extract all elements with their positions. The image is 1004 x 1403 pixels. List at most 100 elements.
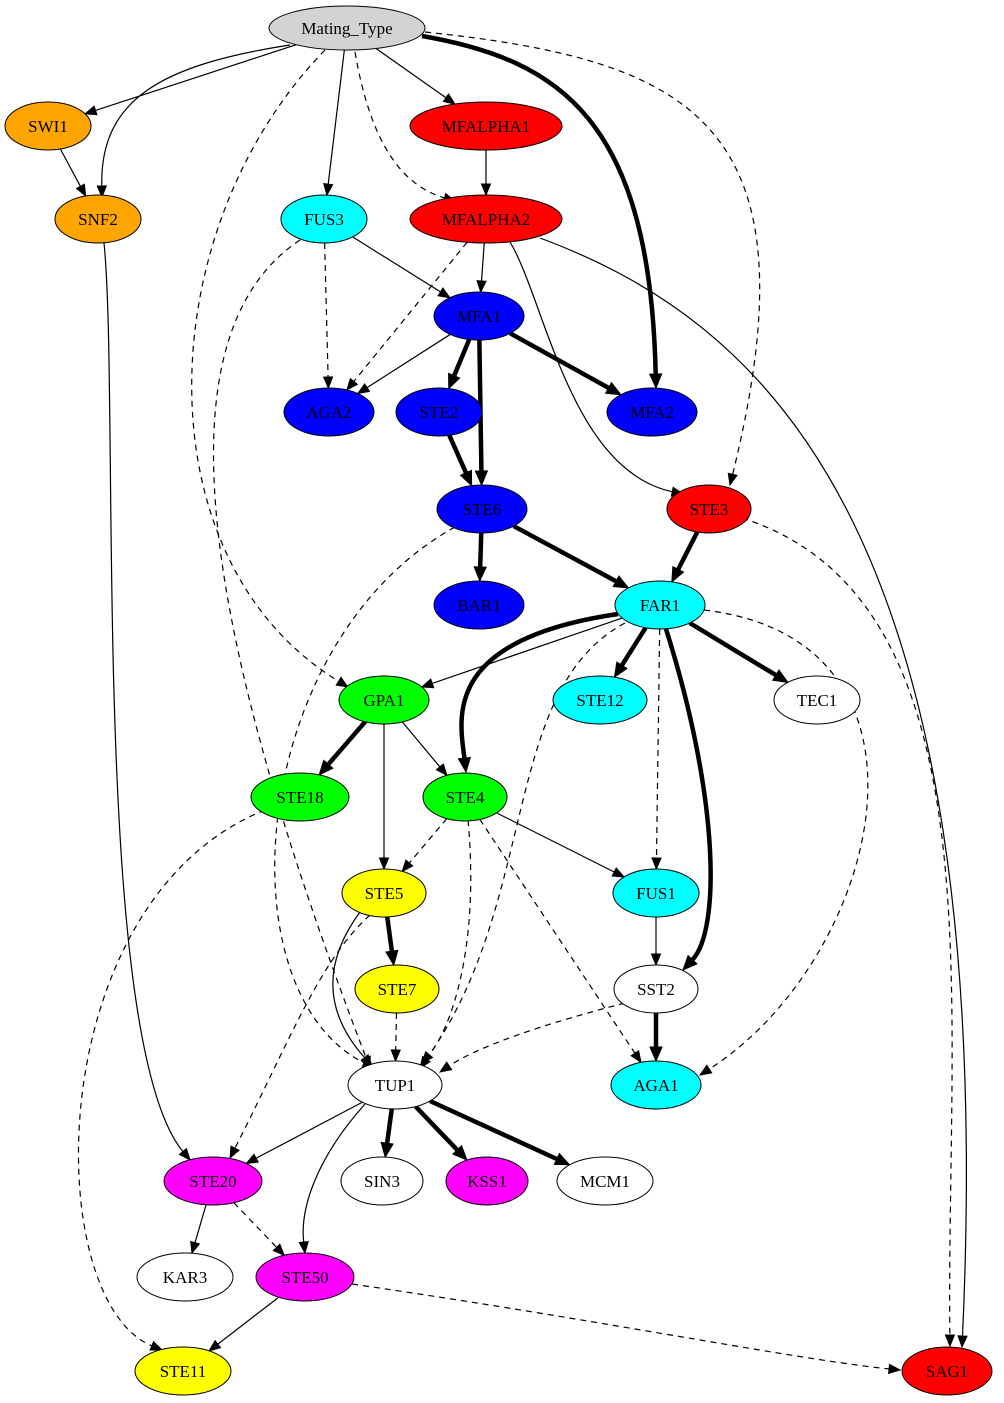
node-ellipse <box>610 1060 702 1110</box>
node-ste7[interactable]: STE7 <box>354 964 440 1014</box>
edge-fus3-to-mfa1 <box>352 236 451 299</box>
node-label: KSS1 <box>467 1172 507 1191</box>
arrowhead <box>476 280 487 294</box>
node-ellipse <box>556 1156 654 1206</box>
arrowhead <box>452 1144 468 1161</box>
edge-mating_type-to-gpa1 <box>191 49 350 688</box>
edge-mating_type-to-snf2 <box>96 44 291 199</box>
arrowhead <box>380 1141 394 1159</box>
node-ste50[interactable]: STE50 <box>255 1252 355 1302</box>
node-fus1[interactable]: FUS1 <box>612 868 700 918</box>
node-ste11[interactable]: STE11 <box>134 1346 232 1396</box>
node-ellipse <box>773 675 861 725</box>
node-ste20[interactable]: STE20 <box>163 1156 263 1206</box>
edge-line <box>217 1296 280 1345</box>
edge-line <box>663 628 713 962</box>
arrowhead <box>649 1046 663 1063</box>
node-snf2[interactable]: SNF2 <box>54 194 142 244</box>
node-kss1[interactable]: KSS1 <box>445 1156 529 1206</box>
node-aga2[interactable]: AGA2 <box>283 387 375 437</box>
node-label: SNF2 <box>78 210 118 229</box>
arrowhead <box>360 1053 373 1067</box>
node-sag1[interactable]: SAG1 <box>901 1346 993 1396</box>
arrowhead <box>448 372 461 390</box>
arrowhead <box>298 1240 309 1255</box>
node-mfa1[interactable]: MFA1 <box>433 291 525 341</box>
edge-mating_type-to-fus3 <box>323 49 345 197</box>
edge-line <box>619 626 648 667</box>
edge-line <box>385 916 395 952</box>
node-ellipse <box>409 194 563 244</box>
edge-ste20-to-ste50 <box>233 1202 286 1257</box>
node-ste18[interactable]: STE18 <box>250 772 350 822</box>
node-ellipse <box>338 675 430 725</box>
node-label: STE3 <box>690 500 729 519</box>
arrowhead <box>335 676 350 688</box>
node-ste4[interactable]: STE4 <box>422 772 508 822</box>
node-tec1[interactable]: TEC1 <box>773 675 861 725</box>
arrowhead <box>438 1061 453 1073</box>
edge-fus3-to-tup1 <box>212 239 371 1070</box>
edge-line <box>448 1002 626 1067</box>
node-sst2[interactable]: SST2 <box>613 964 699 1014</box>
node-mfalpha2[interactable]: MFALPHA2 <box>409 194 563 244</box>
edge-ste5-to-ste20 <box>229 914 371 1160</box>
node-ellipse <box>552 675 648 725</box>
node-fus3[interactable]: FUS3 <box>280 194 368 244</box>
node-ste2[interactable]: STE2 <box>395 387 483 437</box>
edge-line <box>428 819 472 1055</box>
node-ste3[interactable]: STE3 <box>666 484 752 534</box>
node-bar1[interactable]: BAR1 <box>433 580 525 630</box>
edge-far1-to-ste4 <box>457 611 619 774</box>
edge-line <box>353 241 468 382</box>
node-ellipse <box>409 101 563 151</box>
node-aga1[interactable]: AGA1 <box>610 1060 702 1110</box>
node-label: AGA2 <box>306 403 351 422</box>
node-mfa2[interactable]: MFA2 <box>606 387 698 437</box>
arrowhead <box>957 1335 968 1349</box>
node-tup1[interactable]: TUP1 <box>347 1060 443 1110</box>
edge-line <box>95 44 297 111</box>
node-label: STE6 <box>463 500 502 519</box>
node-label: SIN3 <box>364 1172 400 1191</box>
node-kar3[interactable]: KAR3 <box>136 1252 234 1302</box>
edge-line <box>103 242 184 1152</box>
node-ste12[interactable]: STE12 <box>552 675 648 725</box>
node-ellipse <box>347 1060 443 1110</box>
edges-layer <box>59 31 968 1375</box>
node-gpa1[interactable]: GPA1 <box>338 675 430 725</box>
arrowhead <box>473 566 487 583</box>
edge-line <box>429 1098 558 1162</box>
node-swi1[interactable]: SWI1 <box>4 101 92 151</box>
edge-line <box>401 721 441 768</box>
edge-line <box>384 1108 394 1144</box>
node-mcm1[interactable]: MCM1 <box>556 1156 654 1206</box>
arrowhead <box>457 756 472 774</box>
node-label: STE50 <box>281 1268 328 1287</box>
edge-ste50-to-ste11 <box>208 1296 280 1352</box>
edge-ste6-to-bar1 <box>473 532 487 583</box>
edge-ste5-to-tup1 <box>332 911 373 1067</box>
node-ellipse <box>280 194 368 244</box>
edge-mfalpha2-to-aga2 <box>346 241 468 392</box>
node-mfalpha1[interactable]: MFALPHA1 <box>409 101 563 151</box>
node-ste5[interactable]: STE5 <box>341 868 427 918</box>
arrowhead <box>245 1153 259 1165</box>
node-label: FAR1 <box>640 596 680 615</box>
node-sin3[interactable]: SIN3 <box>340 1156 424 1206</box>
arrowhead <box>682 954 698 971</box>
arrowhead <box>474 470 489 487</box>
node-ste6[interactable]: STE6 <box>436 484 528 534</box>
node-mating_type[interactable]: Mating_Type <box>268 5 426 51</box>
node-ellipse <box>255 1252 355 1302</box>
edge-ste4-to-ste5 <box>401 818 448 873</box>
node-label: STE12 <box>576 691 623 710</box>
arrowhead <box>435 763 448 777</box>
node-far1[interactable]: FAR1 <box>614 580 706 630</box>
edge-fus3-to-aga2 <box>322 242 334 390</box>
edge-line <box>395 1012 398 1051</box>
node-label: STE20 <box>189 1172 236 1191</box>
edge-line <box>408 818 448 864</box>
edge-line <box>324 242 329 378</box>
arrowhead <box>96 185 108 199</box>
